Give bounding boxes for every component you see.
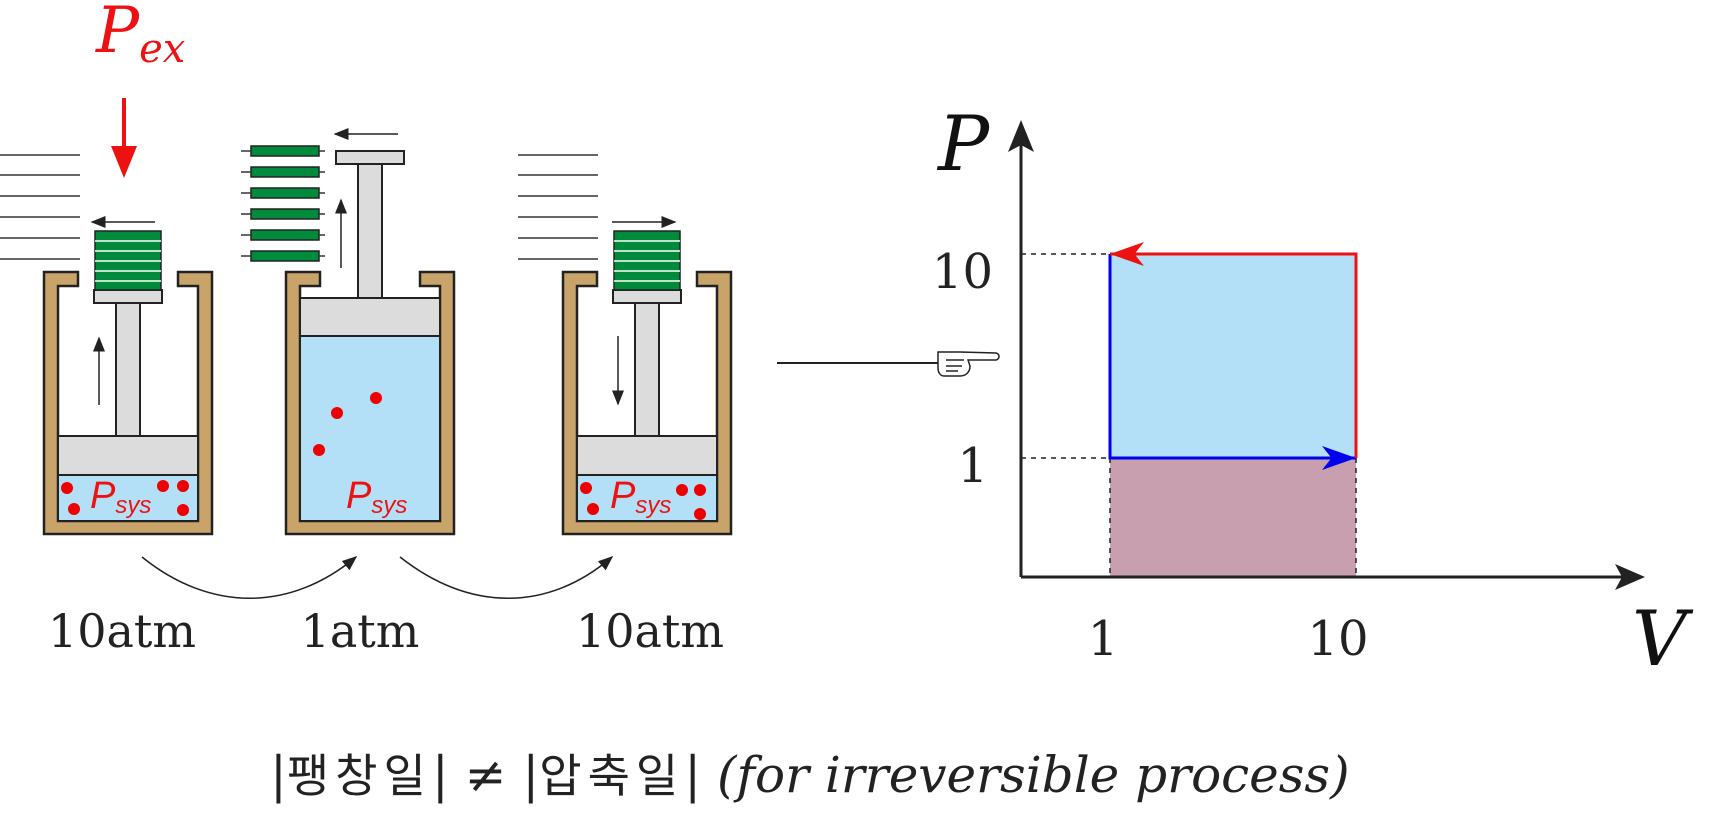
pv-path-1 — [1108, 254, 1356, 460]
cylinder-state-2: Psys — [241, 128, 456, 536]
removed-weight-plates — [241, 145, 325, 262]
work-inequality-formula: |팽창일| ≠ |압축일| (for irreversible process) — [270, 735, 1712, 815]
condition-text: (for irreversible process) — [717, 746, 1350, 804]
x-tick-10: 10 — [1307, 611, 1368, 667]
piston-cap — [93, 289, 163, 304]
y-tick-1: 1 — [957, 438, 988, 494]
compression-work-text: 압축일 — [539, 749, 685, 803]
pv-path-2 — [1110, 252, 1358, 458]
transition-arrow-1 — [141, 556, 358, 599]
surroundings-lines-1 — [0, 154, 80, 260]
transition-arrow-2 — [399, 556, 614, 599]
gas-particles — [61, 480, 189, 516]
system-pressure-label: Psys — [90, 475, 151, 519]
external-pressure-arrow — [111, 98, 137, 178]
system-pressure-label: Psys — [610, 475, 671, 519]
state-2-pressure: 1atm — [301, 604, 420, 658]
piston-cap — [335, 150, 405, 165]
external-pressure-label: Pex — [95, 0, 185, 72]
x-tick-1: 1 — [1088, 611, 1119, 667]
y-axis-arrowhead — [1008, 120, 1034, 152]
y-axis-label: P — [936, 99, 991, 188]
surroundings-lines-3 — [518, 154, 598, 260]
gas-volume — [299, 335, 441, 522]
gas-volume — [57, 474, 199, 522]
state-1-pressure: 10atm — [48, 604, 196, 658]
piston-head — [57, 435, 199, 476]
x-axis-arrowhead — [1615, 564, 1645, 590]
cylinder-wall — [42, 270, 214, 536]
piston-rod — [357, 163, 383, 299]
not-equal-sign: ≠ — [464, 746, 507, 804]
pv-region-1 — [1110, 254, 1356, 458]
piston-head — [576, 435, 718, 476]
gas-particles — [313, 392, 382, 456]
cylinder-state-1: Psys — [0, 154, 214, 536]
expansion-work-text: 팽창일 — [286, 749, 432, 803]
abs-bar-open: | — [522, 746, 540, 804]
cylinder-state-3: Psys — [518, 154, 733, 536]
gas-particles — [580, 482, 706, 520]
state-3-pressure: 10atm — [576, 604, 724, 658]
pv-region-2 — [1110, 458, 1356, 577]
pv-path-2-arrowhead — [1110, 242, 1144, 266]
abs-bar-close: | — [431, 746, 449, 804]
piston-cap — [612, 289, 682, 304]
pv-path-1-arrowhead — [1322, 446, 1356, 470]
abs-bar-close: | — [684, 746, 702, 804]
piston-head — [299, 297, 441, 337]
cylinder-wall — [561, 270, 733, 536]
svg-text:Pex: Pex — [95, 0, 185, 72]
piston-rod — [115, 302, 141, 437]
weight-stack — [94, 230, 162, 291]
system-pressure-label: Psys — [346, 475, 407, 519]
pv-graph: P V 10 1 1 10 — [932, 99, 1694, 683]
x-axis-label: V — [1632, 594, 1694, 683]
piston-rod — [634, 302, 660, 437]
y-tick-10: 10 — [932, 244, 993, 300]
abs-bar-open: | — [270, 746, 287, 804]
pointing-hand-icon — [937, 351, 1000, 377]
cylinder-wall — [284, 270, 456, 536]
weight-stack — [613, 230, 681, 291]
